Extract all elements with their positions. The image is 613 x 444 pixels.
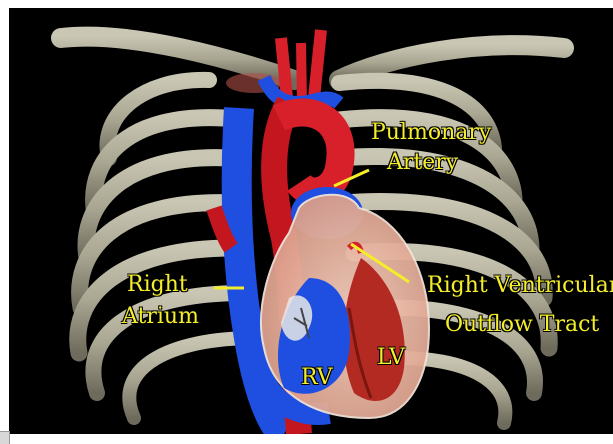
right-atrium-label-line1: Right: [127, 273, 188, 297]
right-atrium-label-line2: Atrium: [122, 305, 199, 329]
pulmonary-artery-label-line1: Pulmonary: [371, 121, 491, 145]
rvot-label-line2: Outflow Tract: [445, 313, 599, 337]
rvot-label-line1: Right Ventricular: [427, 274, 613, 298]
lv-label: LV: [377, 346, 405, 370]
corner-marker: [0, 431, 10, 444]
chest-anatomy-illustration: Pulmonary Artery Right Atrium Right Vent…: [9, 8, 613, 434]
pulmonary-artery-label-line2: Artery: [387, 151, 458, 175]
rv-label: RV: [301, 366, 333, 390]
